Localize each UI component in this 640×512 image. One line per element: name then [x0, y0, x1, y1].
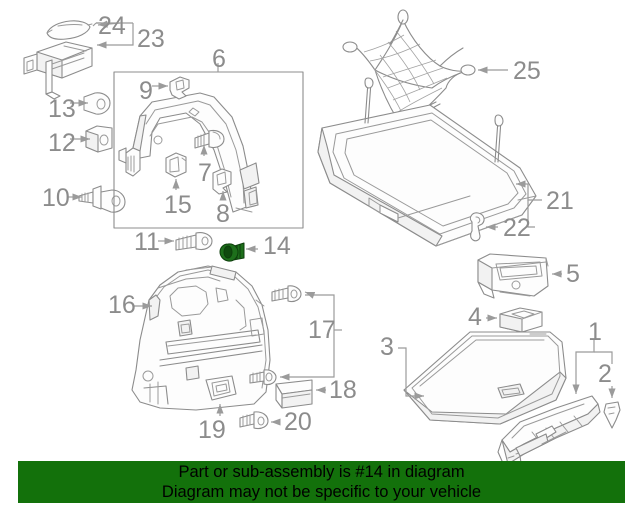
part-6-quarter-trim-upper: [118, 92, 260, 213]
part-20-screw: [239, 411, 269, 430]
part-7-screw: [194, 129, 225, 149]
callout-22: 22: [503, 214, 531, 242]
part-10-screw-and-grommet: [78, 185, 126, 213]
part-16-quarter-trim-panel: [131, 265, 271, 411]
callout-6: 6: [212, 45, 226, 73]
leader-23: [97, 23, 134, 49]
diagram-info-banner: Part or sub-assembly is #14 in diagram D…: [18, 461, 625, 503]
part-21-tonneau-cover-assembly: [317, 77, 537, 247]
part-5-side-trim-cover: [477, 253, 549, 299]
part-17-screw-upper: [271, 285, 302, 303]
callout-18: 18: [329, 376, 357, 404]
part-8-clip: [212, 168, 232, 195]
part-9-clip: [169, 76, 190, 100]
callout-3: 3: [380, 333, 394, 361]
part-2-clip: [603, 401, 621, 429]
callout-1: 1: [588, 318, 602, 346]
callout-11: 11: [134, 228, 160, 256]
leader-24: [92, 20, 133, 28]
part-17-screw-lower: [249, 369, 277, 386]
part-15-clip: [165, 152, 187, 178]
callout-17: 17: [308, 316, 336, 344]
callout-10: 10: [42, 184, 70, 212]
callout-12: 12: [48, 129, 76, 157]
leader-3: [398, 347, 424, 400]
callout-2: 2: [598, 360, 612, 388]
callout-15: 15: [164, 191, 192, 219]
part-14-bolt-highlighted: [219, 242, 245, 262]
callout-21: 21: [546, 187, 574, 215]
callout-19: 19: [198, 416, 226, 444]
callout-23: 23: [137, 25, 165, 53]
part-23-cargo-lamp-assembly: [23, 41, 93, 100]
callout-25: 25: [513, 57, 541, 85]
leader-21: [516, 180, 542, 201]
part-19-tie-down-hook-cover: [205, 375, 237, 401]
leader-17: [280, 291, 342, 381]
part-11-tapping-screw: [175, 232, 213, 251]
callout-9: 9: [139, 77, 153, 105]
part-22-cover-hook: [469, 212, 485, 242]
part-3-deck-board-floor: [403, 331, 567, 425]
part-1-scuff-plate: [497, 395, 601, 471]
callout-5: 5: [566, 260, 580, 288]
callout-13: 13: [48, 95, 76, 123]
part-6-subassembly-box: [113, 71, 304, 229]
part-12-cap-plug: [85, 125, 113, 153]
callout-24: 24: [98, 12, 126, 40]
part-4-tie-down-cover: [499, 307, 543, 333]
callout-14: 14: [263, 232, 291, 260]
leader-22: [486, 200, 535, 231]
callout-4: 4: [468, 303, 482, 331]
callout-7: 7: [198, 159, 212, 187]
part-18-trim-cover-plate: [275, 379, 313, 409]
part-24-festoon-bulb: [46, 20, 93, 40]
leader-1: [572, 340, 613, 394]
part-13-grommet-plug: [83, 92, 111, 115]
banner-line-part-number: Part or sub-assembly is #14 in diagram: [178, 463, 465, 481]
callout-20: 20: [284, 408, 312, 436]
callout-8: 8: [216, 200, 230, 228]
banner-line-disclaimer: Diagram may not be specific to your vehi…: [161, 483, 482, 501]
callout-16: 16: [108, 291, 136, 319]
